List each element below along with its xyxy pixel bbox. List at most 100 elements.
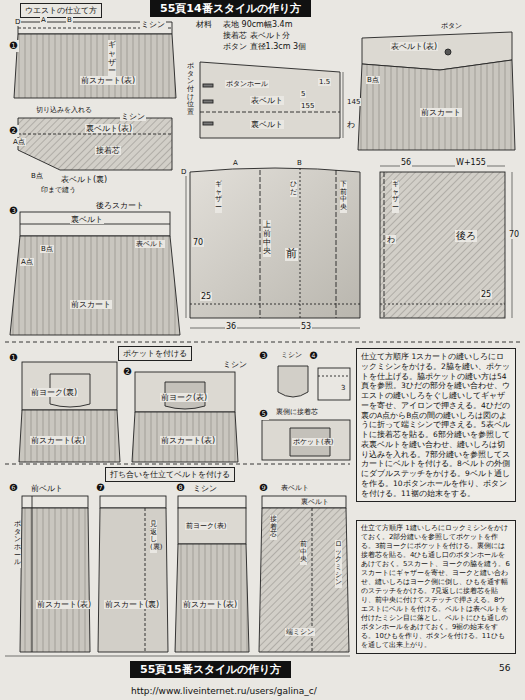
part-label: 下前中央 [340, 180, 347, 213]
line-art [336, 170, 337, 318]
part-label: 印まで縫う [40, 186, 77, 194]
dimension: 145 [346, 98, 361, 106]
line-art [5, 464, 350, 465]
line-art [262, 496, 346, 508]
instruction-box: 仕立て方順序 1スカートの縫いしろにロックミシンをかける。2脇を縫い、ポケットを… [356, 348, 516, 502]
part-label: B点 [40, 245, 54, 253]
part-label: わ [386, 235, 396, 244]
part-label: 前スカート(表) [160, 436, 216, 445]
line-art [278, 366, 308, 397]
part-label: B点 [366, 76, 380, 84]
part-label: 上前中央 [263, 220, 271, 257]
line-art [190, 304, 360, 305]
line-art [20, 508, 90, 652]
line-art [10, 236, 180, 335]
line-art [100, 496, 166, 508]
line-art [5, 342, 520, 343]
line-art [262, 420, 350, 460]
watermark: http://www.liveinternet.ru/users/galina_… [130, 686, 318, 696]
step-number: ❸ [8, 205, 19, 217]
part-label: 前ヨーク(表) [185, 522, 227, 530]
step-number: ❶ [8, 40, 19, 52]
node-text: 55頁15番スタイルの作り方 [140, 663, 281, 676]
line-art [512, 172, 513, 318]
part-label: ひだ [290, 180, 297, 197]
part-label: 前 [285, 248, 298, 261]
part-label: ギャザー [392, 180, 399, 213]
part-label: 接着芯 [95, 146, 121, 155]
line-art [186, 172, 187, 318]
part-label: 見返し(裏) [150, 520, 157, 553]
dimension: 53 [300, 322, 312, 331]
part-label: ミシン [280, 351, 303, 359]
step-number: ❻ [8, 482, 19, 494]
line-art [190, 168, 360, 318]
line-art [178, 496, 246, 508]
dimension: 70 [508, 230, 520, 239]
line-art [32, 496, 33, 652]
node-text: 打ち合いを仕立てベルトを付ける [110, 470, 230, 479]
part-label: A [232, 159, 239, 167]
step-number: ❽ [175, 482, 186, 494]
part-label: D [14, 18, 21, 26]
part-label: 表ベルト(表) [390, 42, 438, 51]
line-art [384, 172, 385, 318]
part-label: A点 [20, 258, 34, 266]
section-heading: ウエストの仕立て方 [20, 3, 102, 18]
line-art [20, 212, 170, 236]
dimension: 155 [300, 102, 315, 110]
part-label: A点 [12, 138, 26, 146]
dimension: 56 [498, 663, 511, 673]
line-art [259, 508, 349, 652]
part-label: ミシン [120, 112, 146, 121]
part-label: 端ミシン [285, 628, 315, 636]
part-label: ボタン [440, 22, 463, 30]
instruction-box: 仕立て方順序 1縫いしろにロックミシンをかけておく。2部分縫いを参照してポケット… [356, 520, 516, 654]
part-label: 表ベルト [135, 240, 165, 248]
section-heading: 打ち合いを仕立てベルトを付ける [105, 467, 235, 482]
step-number: ❷ [8, 125, 19, 137]
part-label: ギャザー [108, 40, 116, 77]
line-art [445, 49, 451, 55]
line-art [135, 372, 235, 412]
title-band: 55頁15番スタイルの作り方 [130, 661, 291, 678]
line-art [145, 508, 146, 652]
part-label: 前ベルト [30, 484, 64, 493]
part-label: 後ろスカート [95, 201, 145, 210]
line-art [5, 22, 520, 656]
part-label: 前スカート(裏) [104, 600, 160, 609]
node-text: 仕立て方順序 1スカートの縫いしろにロックミシンをかける。2脇を縫い、ポケットを… [361, 352, 510, 498]
part-label: 前スカート [70, 300, 112, 309]
part-label: 前ヨーク(裏) [30, 388, 78, 397]
line-art [203, 84, 213, 87]
part-label: 裏側に接着芯 [275, 408, 319, 416]
part-label: B [66, 16, 73, 24]
part-label: 前ヨーク(表) [160, 393, 208, 402]
node-text: ポケットを付ける [123, 349, 187, 358]
part-label: ボタン付け位置 [187, 62, 194, 118]
section-heading: ポケットを付ける [118, 346, 192, 361]
part-label: A [40, 16, 47, 24]
part-label: ロックミシン [335, 540, 342, 588]
part-label: 表ベルト(裏) [60, 175, 108, 184]
part-label: 表ベルト [250, 96, 284, 105]
line-art [14, 34, 176, 98]
line-art [175, 544, 249, 652]
node-text: 55頁14番スタイルの作り方 [160, 2, 301, 15]
part-label: B点 [30, 172, 44, 180]
part-label: D [180, 168, 187, 176]
part-label: 前スカート(表) [36, 600, 92, 609]
part-label: 接着芯 [270, 515, 277, 540]
part-label: 後ろ [455, 230, 477, 242]
line-art [203, 122, 213, 125]
part-label: ミシン [140, 20, 166, 29]
part-label: 前スカート(表) [182, 600, 238, 609]
step-number: ❼ [95, 482, 106, 494]
line-art [190, 328, 360, 329]
line-art [343, 72, 344, 138]
part-label: ボタン 直径1.3cm 3個 [222, 42, 307, 51]
part-label: ギャザー [215, 180, 222, 213]
dimension: 25 [200, 292, 212, 301]
part-label: 裏ベルト [300, 498, 330, 506]
dimension: 56 [400, 158, 412, 167]
